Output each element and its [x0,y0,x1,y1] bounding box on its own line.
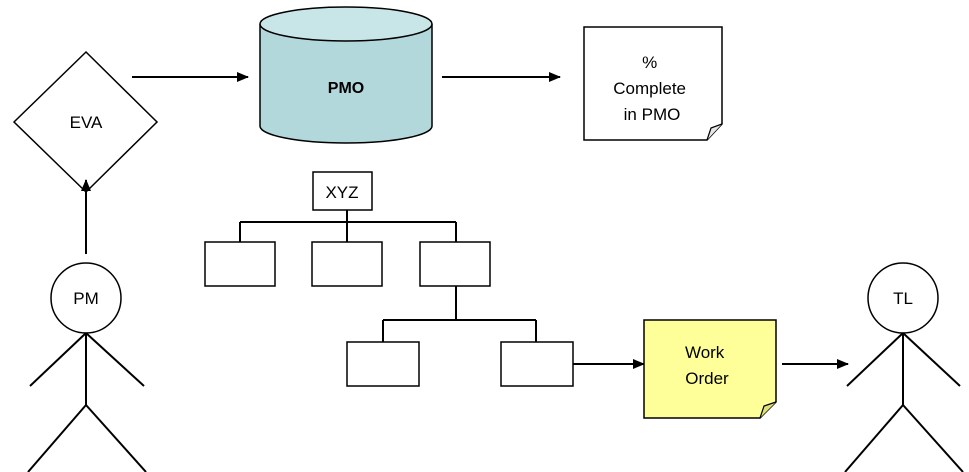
tl-label: TL [893,289,913,308]
percent-complete-note: % Complete in PMO [583,26,723,141]
pmo-cylinder-body [259,24,433,144]
pmo-label: PMO [328,80,364,97]
tl-legs [902,404,964,472]
pm-legs [85,404,147,472]
pm-arms [29,332,87,387]
pm-legs [27,404,87,472]
org-chart: XYZ [204,171,574,387]
percent-complete-line-3: in PMO [624,105,681,124]
pm-stick-figure: PM [27,262,147,472]
work-order-note: Work Order [643,319,777,419]
pm-label: PM [73,289,99,308]
work-order-text: Work Order [685,343,729,388]
percent-complete-text: % Complete in PMO [613,53,691,124]
work-order-line-2: Order [685,369,729,388]
org-box-level2-1 [204,241,276,287]
xyz-box [312,171,373,211]
org-box-level3-2 [500,341,574,387]
pm-arms [85,332,145,387]
tl-arms [846,332,904,387]
tl-arms [902,332,961,387]
pmo-database: PMO [259,6,433,144]
percent-complete-line-2: Complete [613,79,686,98]
pmo-cylinder-top [259,6,433,42]
work-order-line-1: Work [685,343,725,362]
eva-label: EVA [70,113,103,132]
org-box-level2-3 [419,241,491,287]
tl-stick-figure: TL [844,262,964,472]
xyz-label: XYZ [325,183,358,202]
tl-legs [844,404,904,472]
org-box-level3-1 [346,341,420,387]
percent-complete-line-1: % [642,53,657,72]
eva-diamond: EVA [12,50,159,194]
org-box-level2-2 [311,241,383,287]
